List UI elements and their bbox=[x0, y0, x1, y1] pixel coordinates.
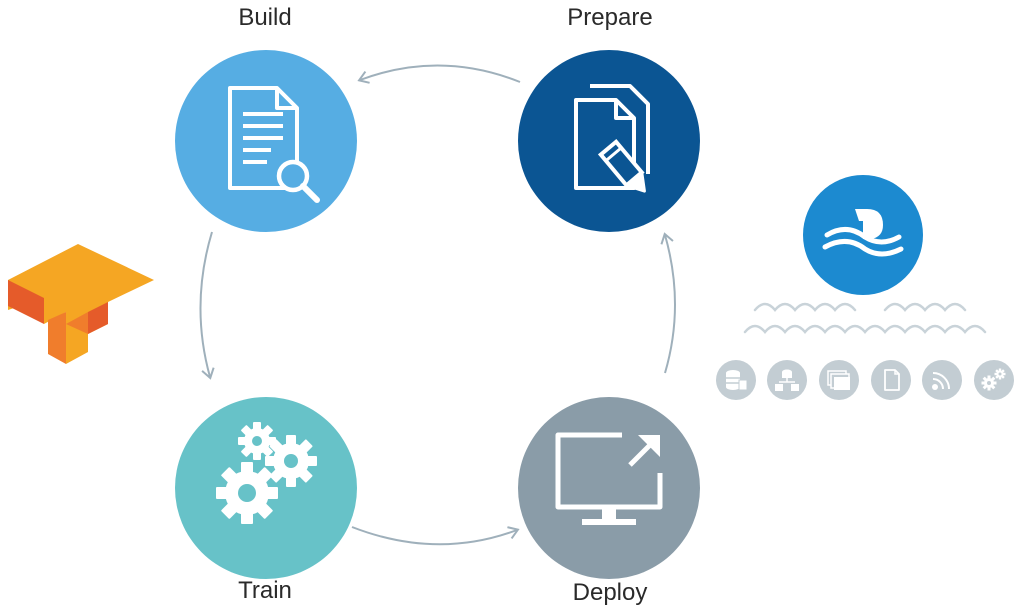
lake-waves bbox=[743, 302, 987, 334]
step-label-train: Train bbox=[238, 577, 292, 604]
database-icon bbox=[716, 360, 756, 400]
step-label-deploy: Deploy bbox=[572, 579, 648, 606]
data-lake-logo bbox=[803, 175, 923, 295]
documents-pencil-icon bbox=[574, 84, 650, 193]
gallery-icon bbox=[819, 360, 859, 400]
step-node-prepare bbox=[518, 50, 700, 232]
step-node-deploy bbox=[518, 397, 700, 579]
arrow-build-to-train bbox=[199, 231, 215, 380]
network-icon bbox=[767, 360, 807, 400]
tensorflow-logo bbox=[8, 244, 154, 364]
monitor-deploy-icon bbox=[555, 432, 663, 525]
step-node-build bbox=[175, 50, 357, 232]
arrow-train-to-deploy bbox=[351, 526, 520, 546]
step-label-prepare: Prepare bbox=[567, 4, 653, 31]
step-node-train bbox=[175, 397, 357, 579]
arrow-prepare-to-build bbox=[357, 64, 521, 84]
data-lake-symbol-icon bbox=[822, 209, 904, 257]
arrow-deploy-to-prepare bbox=[660, 232, 676, 374]
gears-icon bbox=[216, 422, 317, 524]
settings-icon bbox=[974, 360, 1014, 400]
step-label-build: Build bbox=[238, 4, 292, 31]
document-search-icon bbox=[228, 86, 320, 203]
files-icon bbox=[871, 360, 911, 400]
rss-icon bbox=[922, 360, 962, 400]
